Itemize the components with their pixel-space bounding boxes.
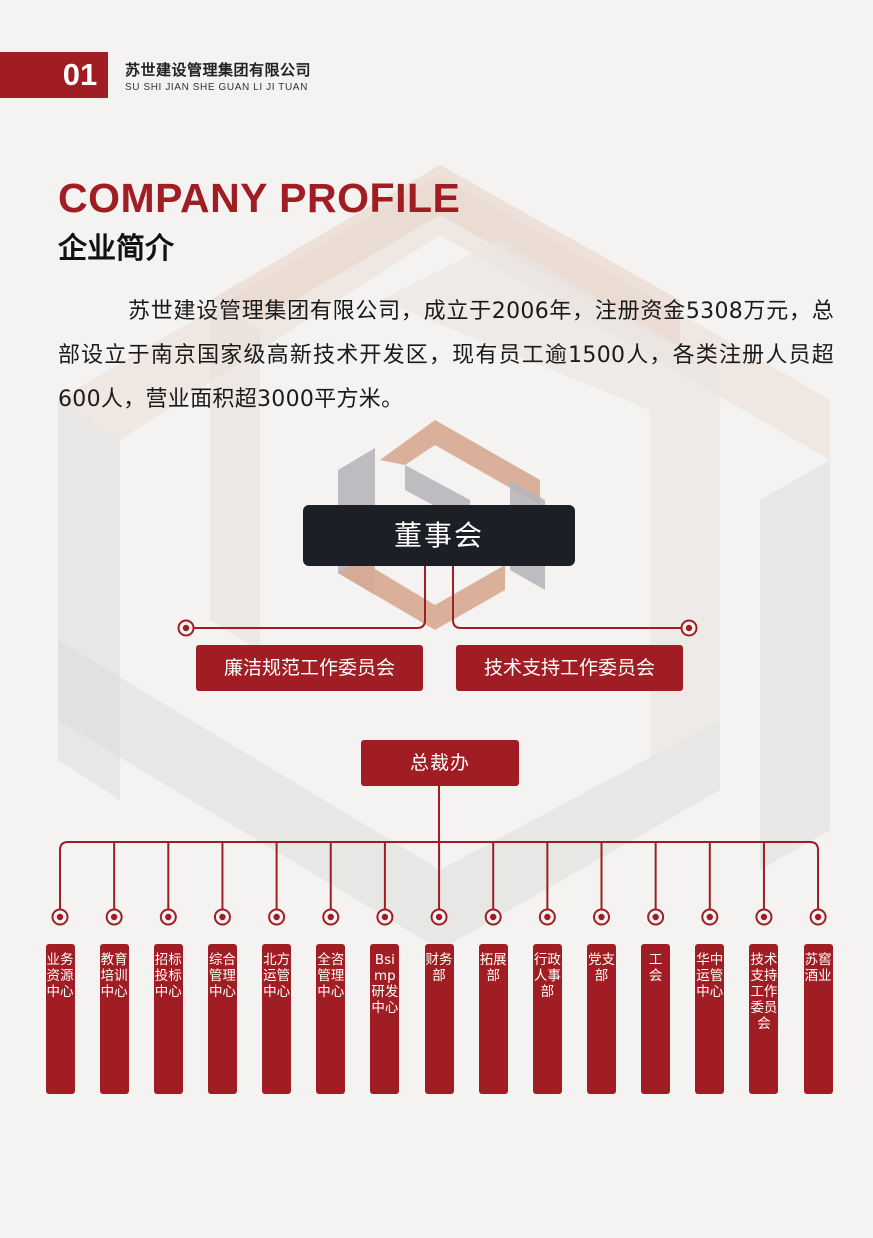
section-title-cn: 企业简介	[58, 231, 175, 265]
department-node-dot	[219, 913, 226, 921]
department-node-dot	[598, 913, 605, 921]
department-node-dot	[273, 913, 280, 921]
department-node-dot	[110, 913, 118, 921]
department-node-dot	[56, 913, 64, 921]
header-badge	[0, 52, 108, 98]
department-box: Bsimp研发中心	[370, 944, 400, 1094]
department-node-dot	[165, 913, 172, 921]
department-node-dot	[435, 913, 443, 921]
board-of-directors-box: 董事会	[303, 505, 575, 566]
department-node-dot	[760, 913, 768, 921]
department-box: 北方运管中心	[262, 944, 292, 1094]
department-node-dot	[381, 913, 389, 921]
department-box: 教育培训中心	[99, 944, 129, 1094]
department-node-dot	[490, 913, 497, 921]
committee-integrity-box: 廉洁规范工作委员会	[196, 645, 423, 691]
department-node-dot	[814, 913, 822, 921]
department-node-dot	[544, 913, 551, 921]
department-box: 党支部	[587, 944, 616, 1094]
company-name-pinyin: SU SHI JIAN SHE GUAN LI JI TUAN	[125, 82, 308, 93]
department-box: 业务资源中心	[45, 944, 75, 1094]
department-node-dot	[706, 913, 713, 921]
page-number: 01	[62, 57, 98, 92]
department-box: 拓展部	[478, 944, 508, 1094]
department-box: 招标投标中心	[153, 944, 183, 1094]
section-title-en: COMPANY PROFILE	[58, 175, 461, 221]
department-box: 综合管理中心	[207, 944, 237, 1094]
department-box: 全咨管理中心	[316, 944, 346, 1094]
department-box: 财务部	[424, 944, 454, 1094]
committee-tech-support-box: 技术支持工作委员会	[456, 645, 683, 691]
department-box: 工 会	[641, 944, 671, 1094]
department-node-dot	[652, 913, 659, 921]
department-box: 华中运管中心	[695, 944, 725, 1094]
department-node-dot	[327, 913, 334, 921]
intro-paragraph: 苏世建设管理集团有限公司，成立于2006年，注册资金5308万元，总部设立于南京…	[58, 299, 834, 412]
ceo-office-box: 总裁办	[361, 740, 519, 786]
department-box: 行政人事部	[532, 944, 562, 1094]
department-box: 苏窖酒业	[803, 944, 833, 1094]
department-box: 技术支持工作委员会	[749, 944, 779, 1094]
company-name-cn: 苏世建设管理集团有限公司	[125, 61, 312, 79]
